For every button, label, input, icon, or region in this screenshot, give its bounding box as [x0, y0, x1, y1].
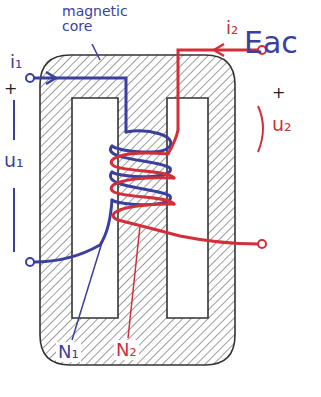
- secondary-winding: [111, 50, 258, 244]
- terminal: [26, 258, 34, 266]
- primary-winding: [34, 78, 171, 262]
- current-arrow: [46, 72, 56, 84]
- terminal: [258, 240, 266, 248]
- current-label: i₁: [10, 52, 22, 72]
- voltage-label: u₁: [4, 150, 24, 171]
- winding-label: N₂: [114, 340, 139, 360]
- magnetic-core: [40, 55, 235, 365]
- leader-line: [92, 44, 100, 60]
- leader-line: [72, 236, 104, 340]
- winding-label: N₁: [56, 342, 81, 362]
- terminal: [26, 74, 34, 82]
- voltage-label: u₂: [272, 114, 292, 135]
- voltage-bracket: [258, 106, 263, 152]
- polarity-mark: +: [4, 80, 17, 98]
- leader-line: [128, 226, 140, 338]
- current-arrow: [214, 44, 224, 56]
- current-label: i₂: [226, 18, 238, 38]
- voltage-bracket: [13, 100, 15, 252]
- note-text: Eac: [244, 26, 298, 59]
- part-name: magnetic core: [62, 4, 132, 35]
- polarity-mark: +: [272, 84, 285, 102]
